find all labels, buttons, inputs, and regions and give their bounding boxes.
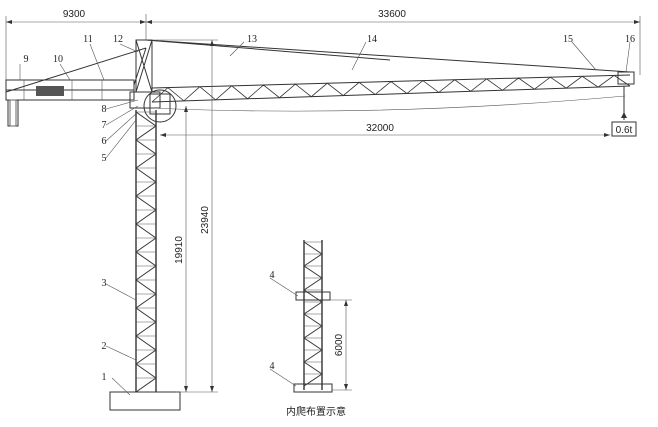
part-label-12: 12 <box>113 34 123 45</box>
inner-climb-mast <box>293 240 333 393</box>
climb-step-dimension <box>330 299 352 391</box>
part-label-6: 6 <box>102 136 107 147</box>
part-label-8: 8 <box>102 104 107 115</box>
part-label-14: 14 <box>367 34 377 45</box>
hook <box>611 86 637 137</box>
foundation <box>109 391 181 411</box>
dim-hook-radius: 32000 <box>366 123 394 134</box>
inner-climb-label-lower: 4 <box>270 361 275 372</box>
load-label: 0.6t <box>616 125 633 136</box>
dim-height-total: 23940 <box>200 206 211 234</box>
part-label-10: 10 <box>53 54 63 65</box>
part-label-11: 11 <box>83 34 93 45</box>
part-label-9: 9 <box>24 54 29 65</box>
part-label-3: 3 <box>102 278 107 289</box>
dim-counter-jib-length: 9300 <box>63 9 86 20</box>
part-label-15: 15 <box>563 34 573 45</box>
part-label-7: 7 <box>102 120 107 131</box>
part-label-5: 5 <box>102 153 107 164</box>
dim-height-under-hook: 19910 <box>174 236 185 264</box>
part-label-1: 1 <box>102 372 107 383</box>
dim-climb-step: 6000 <box>334 333 345 356</box>
height-dimensions <box>146 39 218 393</box>
dim-jib-length: 33600 <box>378 9 406 20</box>
counter-jib <box>5 47 147 127</box>
radius-dimension <box>160 133 610 137</box>
leader-lines <box>19 41 631 396</box>
part-label-13: 13 <box>247 34 257 45</box>
tower-mast <box>135 110 157 393</box>
inner-climb-caption: 内爬布置示意 <box>286 405 346 418</box>
top-dimension-lines <box>5 14 641 90</box>
part-label-2: 2 <box>102 341 107 352</box>
jib <box>145 39 635 112</box>
inner-climb-label-upper: 4 <box>270 270 275 281</box>
tower-head <box>129 39 177 123</box>
part-label-16: 16 <box>625 34 635 45</box>
